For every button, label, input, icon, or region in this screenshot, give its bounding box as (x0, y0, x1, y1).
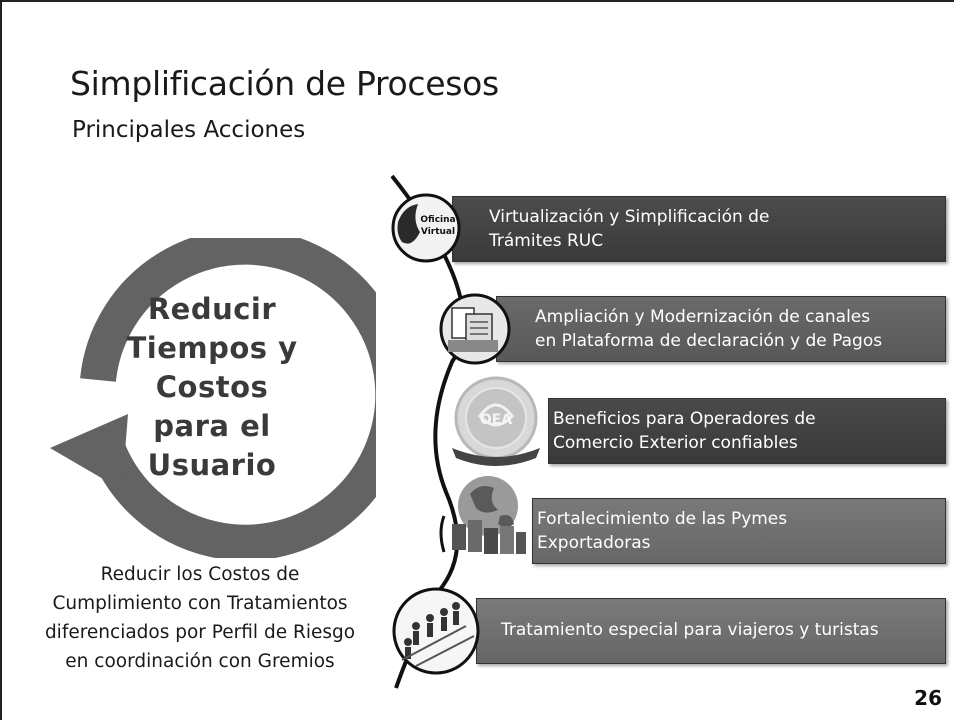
oficina-virtual-icon: Oficina Virtual (391, 193, 461, 263)
oea-seal-icon: OEA (452, 376, 540, 466)
action-box-canales: Ampliación y Modernización de canales en… (496, 296, 946, 362)
action-line: Trámites RUC (489, 231, 604, 251)
action-line: Ampliación y Modernización de canales (535, 307, 871, 327)
icon-label: Oficina (420, 215, 455, 225)
action-line: Beneficios para Operadores de (553, 409, 816, 429)
action-line: Tratamiento especial para viajeros y tur… (501, 620, 879, 640)
cycle-line: Usuario (147, 448, 277, 482)
icon-label: Virtual (421, 227, 455, 237)
cycle-line: Costos (155, 370, 269, 404)
action-line: Fortalecimiento de las Pymes (537, 509, 788, 529)
travelers-icon (392, 587, 480, 675)
action-line: Virtualización y Simplificación de (489, 207, 770, 227)
slide-title: Simplificación de Procesos (70, 64, 499, 103)
cycle-label: Reducir Tiempos y Costos para el Usuario (112, 290, 312, 485)
cycle-arrow-icon (50, 238, 376, 558)
action-line: en Plataforma de declaración y de Pagos (535, 331, 883, 351)
action-box-pymes: Fortalecimiento de las Pymes Exportadora… (532, 498, 946, 564)
cycle-line: Tiempos y (126, 331, 298, 365)
icon-label: OEA (480, 412, 512, 428)
documents-icon (439, 293, 511, 365)
action-box-ruc: Virtualización y Simplificación de Trámi… (452, 196, 946, 262)
action-line: Comercio Exterior confiables (553, 433, 798, 453)
action-box-operadores: Beneficios para Operadores de Comercio E… (548, 398, 946, 464)
globe-boxes-icon (439, 476, 526, 554)
action-line: Exportadoras (537, 533, 651, 553)
page-number: 26 (914, 686, 942, 710)
note-line: Reducir los Costos de (100, 564, 300, 585)
footnote-text: Reducir los Costos de Cumplimiento con T… (30, 560, 370, 676)
note-line: diferenciados por Perfil de Riesgo (44, 622, 356, 643)
note-line: Cumplimiento con Tratamientos (52, 593, 348, 614)
slide-subtitle: Principales Acciones (72, 117, 306, 143)
note-line: en coordinación con Gremios (65, 651, 335, 672)
cycle-line: Reducir (147, 292, 277, 326)
action-box-viajeros: Tratamiento especial para viajeros y tur… (476, 598, 946, 664)
cycle-line: para el (153, 409, 271, 443)
